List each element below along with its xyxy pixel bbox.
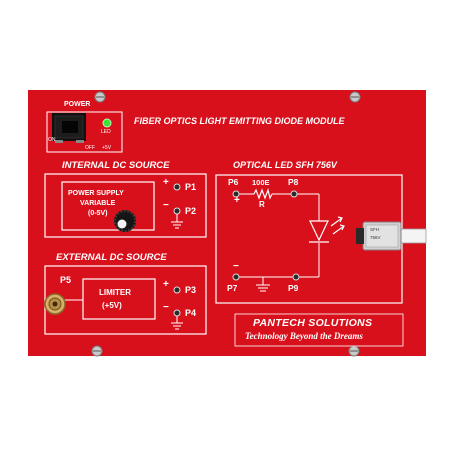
label-p1: P1 <box>185 182 197 192</box>
led-diode-icon <box>309 216 345 243</box>
led-circuit-wires <box>236 193 320 278</box>
power-supply-line1: POWER SUPPLY <box>68 190 124 197</box>
internal-dc-frame <box>44 173 207 238</box>
switch-on-label: ON <box>48 137 56 143</box>
power-supply-line3: (0-5V) <box>88 210 108 217</box>
label-p4: P4 <box>185 308 197 318</box>
internal-dc-heading: INTERNAL DC SOURCE <box>62 160 170 171</box>
limiter-box <box>82 278 156 320</box>
fiber-optic-connector-icon[interactable] <box>356 221 427 251</box>
power-led-icon <box>102 118 112 128</box>
label-p5: P5 <box>60 275 72 285</box>
terminal-p3[interactable] <box>173 286 181 294</box>
label-p8: P8 <box>288 177 299 187</box>
resistor-icon <box>253 187 273 200</box>
optical-led-heading: OPTICAL LED SFH 756V <box>233 160 337 170</box>
led-label: LED <box>101 129 111 135</box>
terminal-p9[interactable] <box>292 273 300 281</box>
limiter-line2: (+5V) <box>102 301 122 310</box>
terminal-p8[interactable] <box>290 190 298 198</box>
screw-bottom-left-icon <box>91 345 103 357</box>
optical-minus-sign: − <box>233 261 239 272</box>
terminal-p1[interactable] <box>173 183 181 191</box>
connector-text-line1: SFH <box>370 227 379 232</box>
supply-label: +5V <box>102 145 112 151</box>
label-p6: P6 <box>228 177 239 187</box>
power-jack-icon[interactable] <box>52 113 86 143</box>
external-minus-sign: − <box>163 302 169 313</box>
resistor-label: R <box>259 200 265 209</box>
internal-minus-sign: − <box>163 200 169 211</box>
terminal-p6[interactable] <box>232 190 240 198</box>
internal-plus-sign: + <box>163 177 169 188</box>
brand-name: PANTECH SOLUTIONS <box>253 317 373 329</box>
label-p7: P7 <box>227 283 238 293</box>
power-supply-line2: VARIABLE <box>80 200 116 207</box>
external-dc-heading: EXTERNAL DC SOURCE <box>56 252 167 263</box>
screw-bottom-right-icon <box>348 345 360 357</box>
power-section-frame <box>46 111 123 153</box>
external-dc-frame <box>44 265 207 335</box>
limiter-line1: LIMITER <box>99 288 131 297</box>
ground-symbol-external-icon <box>171 316 183 330</box>
optical-plus-sign: + <box>234 195 240 206</box>
bnc-connector-p5-icon[interactable] <box>44 293 66 315</box>
terminal-p7[interactable] <box>232 273 240 281</box>
power-label: POWER <box>64 101 91 108</box>
ground-symbol-optical-icon <box>256 277 270 292</box>
brand-tagline: Technology Beyond the Dreams <box>245 331 363 341</box>
label-p3: P3 <box>185 285 197 295</box>
terminal-p4[interactable] <box>173 309 181 317</box>
switch-off-label: OFF <box>85 145 95 151</box>
label-p9: P9 <box>288 283 299 293</box>
potentiometer-knob-icon[interactable] <box>114 210 136 232</box>
brand-frame <box>234 313 404 347</box>
ground-symbol-internal-icon <box>171 214 183 229</box>
board-title: FIBER OPTICS LIGHT EMITTING DIODE MODULE <box>134 116 345 126</box>
connector-text-line2: 756V <box>370 235 381 240</box>
screw-top-right-icon <box>349 91 361 103</box>
terminal-p2[interactable] <box>173 207 181 215</box>
external-plus-sign: + <box>163 279 169 290</box>
label-p2: P2 <box>185 206 197 216</box>
board-panel <box>28 90 426 356</box>
resistor-value: 100E <box>252 178 270 187</box>
power-supply-box <box>61 181 155 231</box>
screw-top-left-icon <box>94 91 106 103</box>
